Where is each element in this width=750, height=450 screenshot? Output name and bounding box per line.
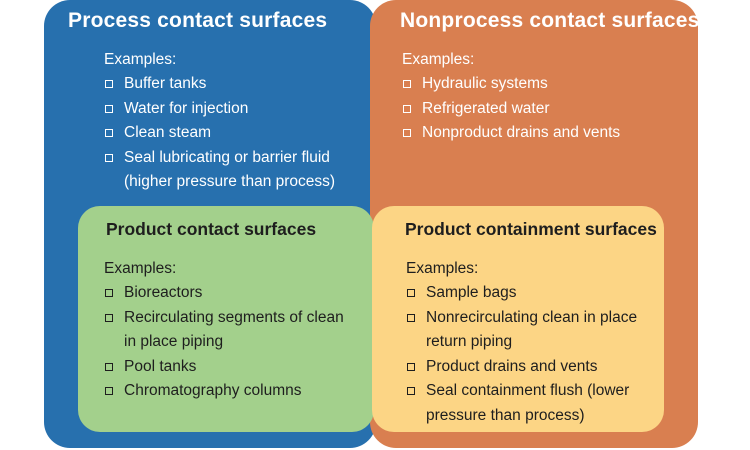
examples-label: Examples:: [402, 51, 475, 68]
square-bullet-icon: [403, 80, 411, 88]
square-bullet-icon: [105, 129, 113, 137]
product-contact-list: Examples: Bioreactors Recirculating segm…: [104, 256, 354, 404]
square-bullet-icon: [105, 80, 113, 88]
square-bullet-icon: [105, 387, 113, 395]
list-item: Seal lubricating or barrier fluid (highe…: [104, 146, 364, 195]
square-bullet-icon: [105, 153, 113, 162]
product-containment-title: Product containment surfaces: [405, 219, 657, 239]
product-contact-box: [78, 206, 374, 432]
list-item: Chromatography columns: [104, 379, 354, 404]
list-item: Water for injection: [104, 97, 364, 122]
list-item: Refrigerated water: [402, 97, 682, 122]
square-bullet-icon: [407, 289, 415, 297]
square-bullet-icon: [407, 313, 415, 322]
square-bullet-icon: [403, 129, 411, 137]
list-item: Bioreactors: [104, 281, 354, 306]
square-bullet-icon: [403, 104, 411, 113]
examples-label: Examples:: [104, 260, 177, 277]
examples-label: Examples:: [104, 51, 177, 68]
examples-label: Examples:: [406, 260, 479, 277]
nonprocess-contact-list: Examples: Hydraulic systems Refrigerated…: [402, 47, 682, 146]
list-item: Recirculating segments of clean in place…: [104, 306, 354, 355]
list-item: Nonproduct drains and vents: [402, 121, 682, 146]
list-item: Nonrecirculating clean in place return p…: [406, 306, 654, 355]
product-contact-title: Product contact surfaces: [106, 219, 317, 239]
square-bullet-icon: [407, 362, 415, 371]
list-item: Sample bags: [406, 281, 654, 306]
product-containment-box: [372, 206, 664, 432]
product-containment-list: Examples: Sample bags Nonrecirculating c…: [406, 256, 654, 428]
square-bullet-icon: [105, 104, 113, 113]
square-bullet-icon: [105, 289, 113, 297]
nonprocess-contact-title: Nonprocess contact surfaces: [400, 9, 700, 32]
process-contact-title: Process contact surfaces: [68, 9, 328, 32]
square-bullet-icon: [407, 387, 415, 395]
list-item: Buffer tanks: [104, 72, 364, 97]
square-bullet-icon: [105, 362, 113, 371]
list-item: Seal containment flush (lower pressure t…: [406, 379, 654, 428]
square-bullet-icon: [105, 313, 113, 322]
process-contact-list: Examples: Buffer tanks Water for injecti…: [104, 47, 364, 195]
list-item: Product drains and vents: [406, 355, 654, 380]
list-item: Clean steam: [104, 121, 364, 146]
list-item: Hydraulic systems: [402, 72, 682, 97]
list-item: Pool tanks: [104, 355, 354, 380]
